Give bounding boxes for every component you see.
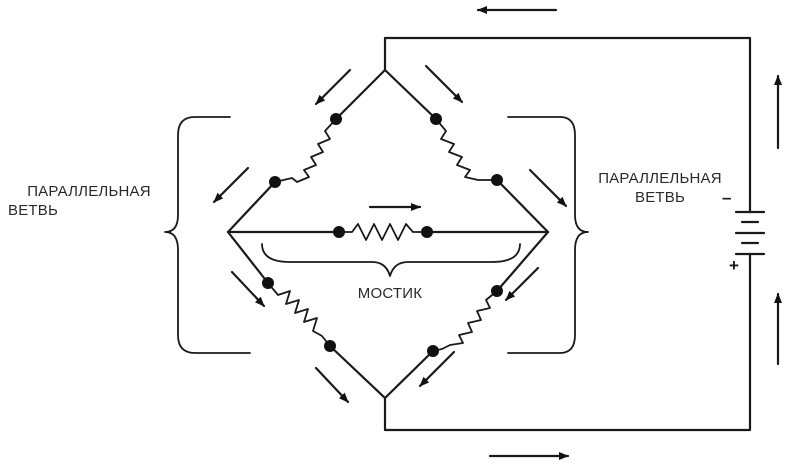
- left-brace: [164, 116, 251, 354]
- battery-icon: [734, 203, 766, 264]
- outer-circuit-wires: [383, 36, 752, 432]
- current-arrow-icon: [314, 68, 352, 106]
- current-arrow-icon: [230, 270, 266, 308]
- resistor-zigzag: [432, 290, 498, 352]
- terminal-dot: [330, 113, 342, 125]
- left-branch-label: ПАРАЛЛЕЛЬНАЯ ВЕТВЬ: [8, 182, 170, 220]
- brackets: [164, 116, 589, 354]
- right-branch-label-line1: ПАРАЛЛЕЛЬНАЯ: [598, 170, 722, 187]
- terminal-dot: [491, 285, 503, 297]
- right-branch-label-line2: ВЕТВЬ: [634, 189, 686, 206]
- current-arrow-icon: [418, 350, 456, 388]
- terminal-dot: [421, 226, 433, 238]
- terminal-dot: [324, 340, 336, 352]
- resistor-zigzag: [338, 223, 428, 241]
- wire-top-right: [495, 178, 550, 234]
- left-branch-label-line2: ВЕТВЬ: [8, 202, 59, 219]
- wire-bottom-right: [383, 349, 435, 400]
- battery-minus-sign: –: [722, 188, 732, 207]
- wire-top-right: [383, 68, 438, 121]
- current-arrow-icon: [212, 166, 250, 204]
- resistor-zigzag: [267, 282, 331, 347]
- current-arrows: [212, 6, 782, 460]
- terminal-dot: [333, 226, 345, 238]
- current-arrow-icon: [504, 266, 540, 302]
- wire-bottom-right: [495, 230, 550, 293]
- current-arrow-icon: [314, 366, 350, 404]
- battery-plus-sign: +: [729, 256, 739, 275]
- wire-top-left: [334, 68, 387, 121]
- current-arrow-icon: [424, 64, 464, 104]
- terminal-dots: [262, 113, 503, 357]
- bottom-return-wire: [383, 260, 752, 432]
- terminal-dot: [269, 176, 281, 188]
- bridge-label: МОСТИК: [357, 285, 423, 302]
- terminal-dot: [262, 277, 274, 289]
- wire-top-left: [226, 180, 277, 234]
- wire-bottom-left: [328, 344, 387, 400]
- right-brace: [507, 116, 589, 354]
- top-return-wire: [383, 36, 752, 207]
- wire-bottom-left: [226, 230, 270, 285]
- left-branch-label-line1: ПАРАЛЛЕЛЬНАЯ: [27, 183, 151, 200]
- right-branch-label: ПАРАЛЛЕЛЬНАЯ ВЕТВЬ: [576, 169, 744, 207]
- resistor-zigzag: [274, 118, 337, 183]
- terminal-dot: [430, 113, 442, 125]
- terminal-dot: [427, 345, 439, 357]
- bridge-brace: [261, 243, 521, 277]
- bridge-diamond: [226, 68, 550, 400]
- terminal-dot: [491, 174, 503, 186]
- resistor-zigzag: [435, 118, 498, 181]
- current-arrow-icon: [528, 168, 568, 208]
